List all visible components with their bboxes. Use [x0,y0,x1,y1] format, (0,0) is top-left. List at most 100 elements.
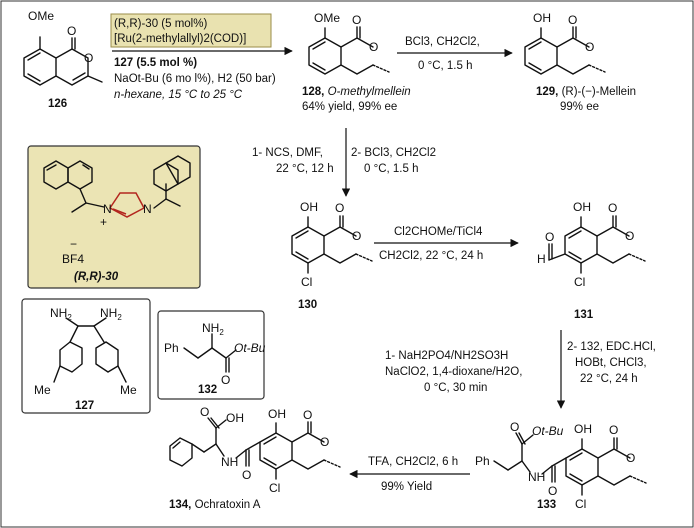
atom-oh-129: OH [533,11,551,25]
cond-2-line-1: BCl3, CH2Cl2, [405,36,480,48]
atom-cl-131: Cl [574,275,585,289]
anion-30: BF4 [62,252,84,266]
atom-o-ring-129: O [585,40,594,54]
structure-128: OMe O O 128, O-methylmellein 64% yield, … [302,11,411,113]
atom-oh-131: OH [573,200,591,214]
cond-1-line-4: NaOt-Bu (6 mo l%), H2 (50 bar) [114,73,276,85]
charge-plus-30: + [100,215,107,229]
atom-o-carbonyl-130: O [335,201,344,215]
atom-nh-right-127: NH [100,306,117,320]
atom-h-aldehyde-131: H [537,252,546,266]
atom-n2-30: N [143,202,152,216]
atom-ph-133: Ph [475,454,490,468]
atom-nh-132: NH [202,321,219,335]
atom-o-carbonyl-133: O [609,423,618,437]
atom-h-134: H [230,455,239,469]
cond-5a-line-1: 1- NaH2PO4/NH2SO3H [385,350,508,362]
catalyst-30-box: N N + − BF4 (R,R)-30 [27,145,201,289]
atom-o-carbonyl-131: O [608,201,617,215]
atom-o-carbonyl-128: O [352,13,361,27]
catalyst-highlight-box [110,13,272,48]
compound-label-30: (R,R)-30 [74,271,119,283]
atom-o-amide-134: O [242,468,251,482]
atom-oh-134: OH [268,407,286,421]
step-2-conditions: BCl3, CH2Cl2, 0 °C, 1.5 h [397,36,513,72]
step-6-conditions: TFA, CH2Cl2, 6 h 99% Yield [349,456,470,493]
atom-nh-left-127: NH [50,306,67,320]
cond-2-line-2: 0 °C, 1.5 h [418,60,472,72]
compound-label-133: 133 [537,499,556,511]
structure-130: OH O O Cl 130 [291,200,373,311]
compound-129: 129, (R)-(−)-Mellein [536,86,636,98]
atom-o-carbonyl-129: O [568,13,577,27]
atom-ph-132: Ph [164,341,179,355]
atom-nh-133: NH [528,470,545,484]
compound-label-130: 130 [298,299,317,311]
atom-cl-134: Cl [269,481,280,495]
cond-4-line-1: Cl2CHOMe/TiCl4 [394,226,483,238]
compound-label-128: 128, [302,86,324,98]
atom-me-left-127: Me [34,383,51,397]
step-1-conditions: (R,R)-30 (5 mol%) [Ru(2-methylallyl)2(CO… [110,13,293,101]
structure-133: Ph O Ot-Bu NH O OH O O Cl 133 [475,420,647,511]
atom-nh2-left-127: NH2 [50,306,72,322]
cond-5b-line-1: 2- 132, EDC.HCl, [567,341,656,353]
cond-5b-line-2: HOBt, CHCl3, [575,357,647,369]
cond-5a-line-3: 0 °C, 30 min [424,382,487,394]
step-3-conditions: 1- NCS, DMF, 22 °C, 12 h 2- BCl3, CH2Cl2… [252,128,436,197]
ee-129: 99% ee [560,101,599,113]
cond-3a-line-1: 1- NCS, DMF, [252,147,323,159]
amino-ester-132-box: Ph NH2 O Ot-Bu 132 [157,310,266,400]
atom-ome-126: OMe [28,9,54,23]
compound-name-128: O-methylmellein [328,86,411,98]
cond-3a-line-2: 22 °C, 12 h [276,163,334,175]
charge-minus-30: − [70,237,77,251]
atom-n-133: N [528,470,537,484]
atom-me-right-127: Me [120,383,137,397]
cond-3b-line-1: 2- BCl3, CH2Cl2 [351,147,436,159]
step-4-conditions: Cl2CHOMe/TiCl4 CH2Cl2, 22 °C, 24 h [374,226,519,262]
compound-label-126: 126 [48,98,67,110]
cond-3b-line-2: 0 °C, 1.5 h [364,163,418,175]
atom-oh-130: OH [300,200,318,214]
atom-o-ring-128: O [369,40,378,54]
compound-label-132: 132 [198,384,217,396]
atom-o-carbonyl-132: O [221,373,230,387]
structure-129: OH O O 129, (R)-(−)-Mellein 99% ee [524,11,636,113]
atom-nh2-132: NH2 [202,321,224,337]
atom-n-134: N [221,455,230,469]
atom-o-aldehyde-131: O [545,230,554,244]
atom-oh-133: OH [574,422,592,436]
compound-name-129: (R)-(−)-Mellein [562,86,636,98]
cond-5a-line-2: NaClO2, 1,4-dioxane/H2O, [385,366,522,378]
atom-nh-134: NH [221,455,238,469]
atom-o-carbonyl-134: O [303,408,312,422]
atom-oh-acid-134: OH [226,411,244,425]
atom-h-133: H [537,470,546,484]
structure-126: OMe O O 126 [23,9,103,110]
compound-label-131: 131 [574,309,594,321]
compound-label-127: 127 [75,400,94,412]
step-5-conditions: 1- NaH2PO4/NH2SO3H NaClO2, 1,4-dioxane/H… [385,330,656,409]
structure-134: O OH NH O OH O O Cl 134, Ochratoxin A [169,405,341,511]
compound-134: 134, Ochratoxin A [169,499,261,511]
structure-131: H O OH O O Cl 131 [537,200,646,321]
compound-128: 128, O-methylmellein [302,86,411,98]
atom-n1-30: N [103,202,112,216]
atom-o-amide-133: O [548,484,557,498]
atom-otbu-133: Ot-Bu [532,424,564,438]
cond-1-line-2: [Ru(2-methylallyl)2(COD)] [114,33,246,45]
cond-1-line-5: n-hexane, 15 °C to 25 °C [114,89,243,101]
compound-label-129: 129, [536,86,558,98]
compound-name-134: Ochratoxin A [195,499,261,511]
yield-128: 64% yield, 99% ee [302,101,397,113]
atom-cl-130: Cl [301,275,312,289]
atom-o-ring-126: O [84,51,93,65]
cond-6-line-1: TFA, CH2Cl2, 6 h [368,456,458,468]
atom-nh2-right-127: NH2 [100,306,122,322]
atom-o-carbonyl-126: O [67,24,76,38]
atom-o-ring-133: O [626,451,635,465]
